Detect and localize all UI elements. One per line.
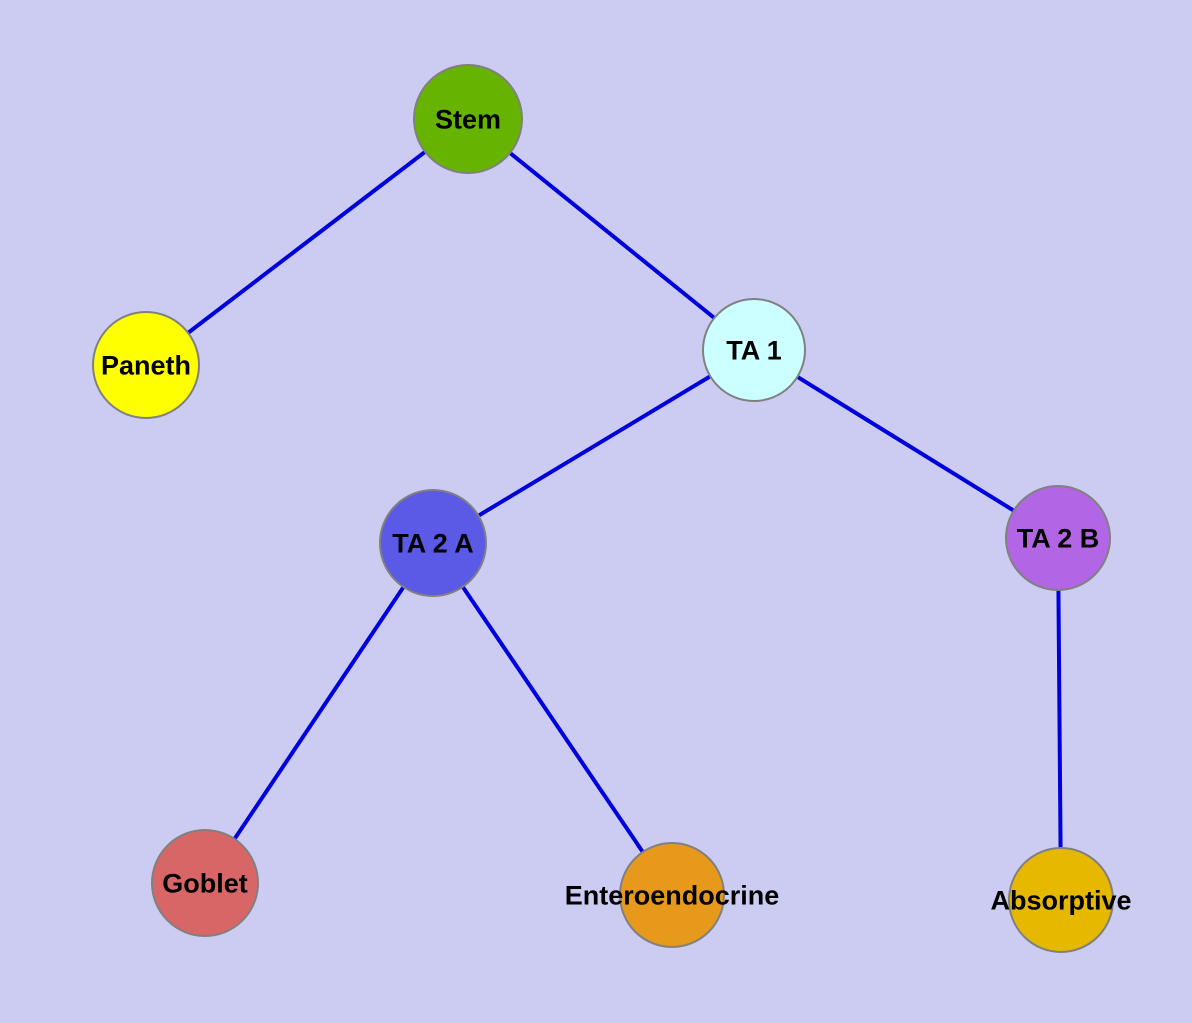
edge-ta2b-absorptive — [1056, 537, 1063, 901]
edge-ta2a-enteroendocrine — [431, 541, 674, 897]
goblet-circle[interactable] — [151, 829, 259, 937]
ta2a-circle[interactable] — [379, 489, 487, 597]
paneth-circle[interactable] — [92, 311, 200, 419]
edge-ta2a-goblet — [203, 541, 435, 885]
edge-stem-paneth — [144, 117, 470, 367]
node-ta1[interactable]: TA 1 — [702, 298, 806, 402]
ta2b-circle[interactable] — [1005, 485, 1111, 591]
edge-ta1-ta2a — [431, 348, 756, 545]
stem-circle[interactable] — [413, 64, 523, 174]
node-paneth[interactable]: Paneth — [92, 311, 200, 419]
absorptive-circle[interactable] — [1008, 847, 1114, 953]
node-ta2a[interactable]: TA 2 A — [379, 489, 487, 597]
node-goblet[interactable]: Goblet — [151, 829, 259, 937]
node-ta2b[interactable]: TA 2 B — [1005, 485, 1111, 591]
ta1-circle[interactable] — [702, 298, 806, 402]
enteroendocrine-circle[interactable] — [619, 842, 725, 948]
edge-ta1-ta2b — [752, 348, 1060, 540]
edge-stem-ta1 — [466, 117, 756, 352]
node-stem[interactable]: Stem — [413, 64, 523, 174]
